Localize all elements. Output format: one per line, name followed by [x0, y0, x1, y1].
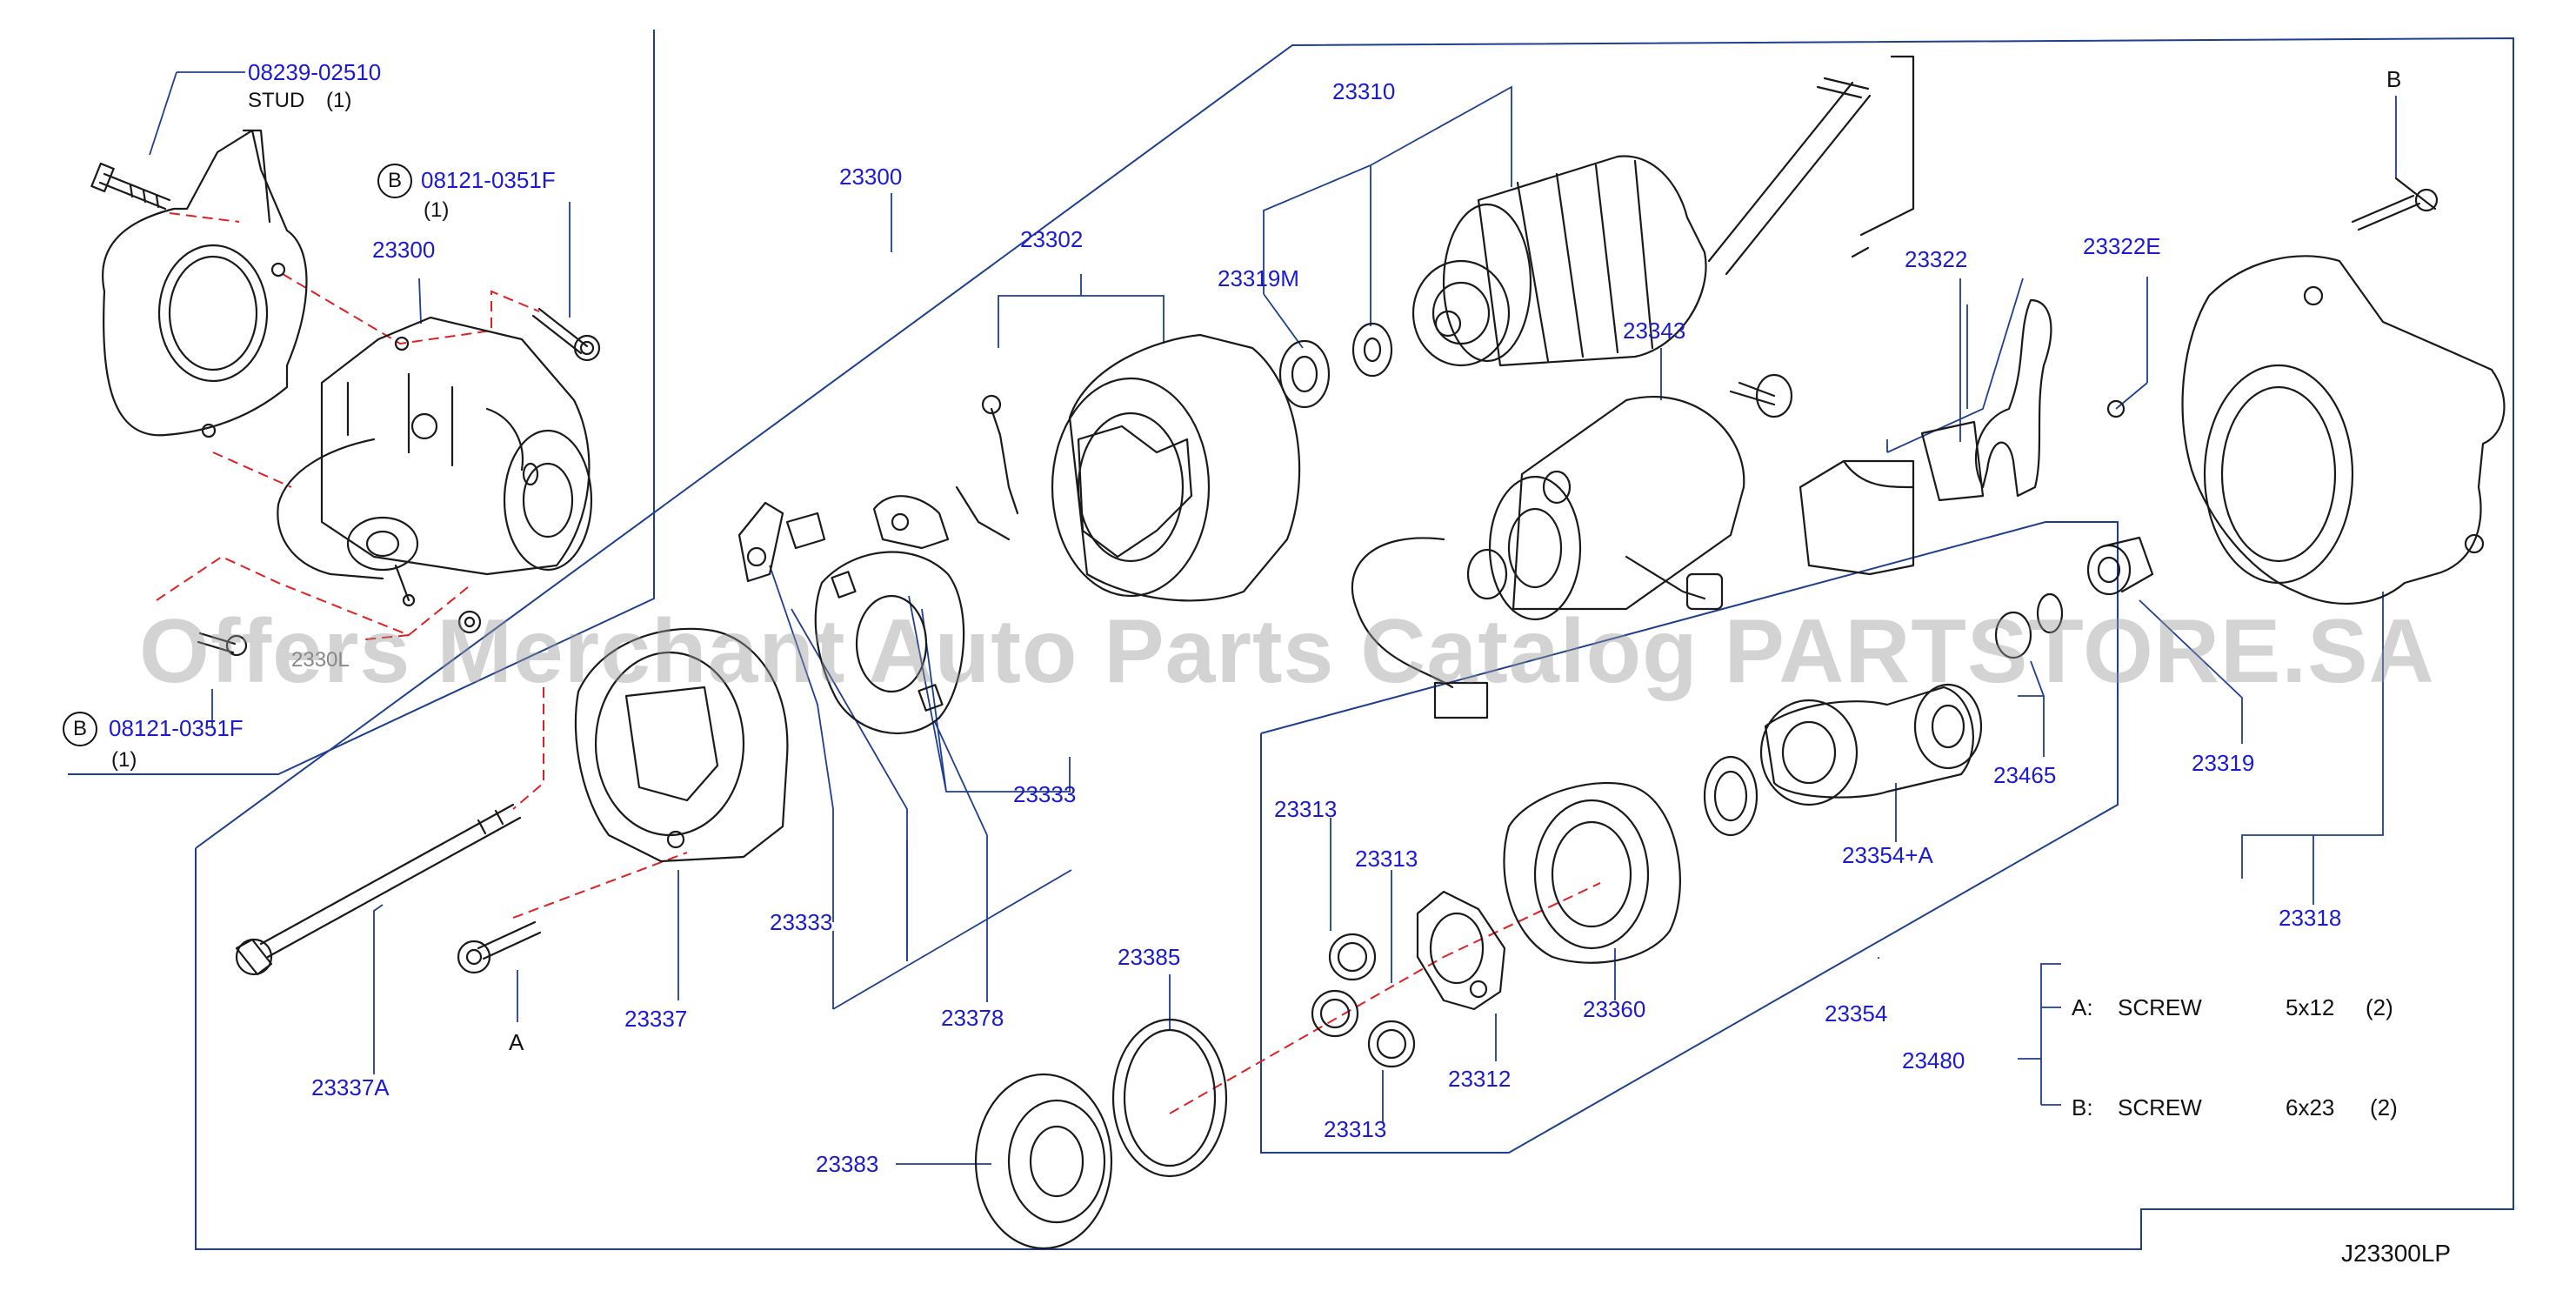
nut-drawing — [457, 610, 482, 634]
callout-thru-bolt[interactable]: 23337A — [311, 1074, 390, 1100]
marker-b-top: B — [377, 164, 412, 198]
gear-box-outline — [1260, 521, 2119, 1154]
lever-drawing — [1799, 298, 2126, 576]
rear-cover-drawing — [574, 627, 789, 863]
callout-bushing[interactable]: 23319 — [2192, 750, 2255, 776]
screw-row-b-name: SCREW — [2118, 1094, 2202, 1120]
callout-bolt-bottom-qty: (1) — [111, 748, 137, 772]
callout-brush-plate[interactable]: 23378 — [941, 1005, 1004, 1031]
screw-a-drawing — [457, 920, 542, 974]
solenoid-drawing — [1351, 373, 1793, 719]
callout-clutch[interactable]: 23354 — [1825, 1000, 1888, 1027]
stud-drawing — [90, 162, 171, 211]
callout-lever-e[interactable]: 23322E — [2083, 233, 2161, 259]
callout-ring[interactable]: 23385 — [1118, 944, 1181, 970]
callout-stud-part[interactable]: 08239-02510 — [248, 59, 382, 85]
bolt-bottom-drawing — [197, 632, 248, 657]
callout-housing[interactable]: 23318 — [2279, 905, 2342, 931]
thru-bolt-drawing — [235, 803, 522, 976]
marker-a-screw: A — [509, 1029, 524, 1055]
screw-row-a-name: SCREW — [2118, 994, 2202, 1020]
callout-bearing-m[interactable]: 23319M — [1218, 265, 1299, 291]
ring-drawing — [1111, 1018, 1228, 1178]
callout-bolt-bottom-part[interactable]: 08121-0351F — [109, 715, 244, 741]
callout-starter-small-tag: 2330L — [291, 648, 350, 672]
callout-stud-qty: (1) — [326, 89, 352, 112]
screw-row-b-key: B: — [2072, 1094, 2093, 1120]
callout-brush-holder-top[interactable]: 23333 — [1013, 781, 1077, 807]
callout-gear-1[interactable]: 23313 — [1274, 796, 1338, 822]
screw-row-a-key: A: — [2072, 994, 2093, 1020]
pinion-drawing — [1703, 592, 2064, 837]
callout-rear-cover[interactable]: 23337 — [624, 1006, 688, 1032]
screw-row-a-qty: (2) — [2366, 994, 2393, 1020]
diagram-code: J23300LP — [2341, 1240, 2452, 1267]
callout-cap[interactable]: 23383 — [816, 1151, 879, 1177]
inset-outline — [68, 30, 655, 775]
screw-row-b-qty: (2) — [2370, 1094, 2398, 1120]
bolt-top-drawing — [531, 307, 601, 362]
planet-gears-drawing — [1311, 933, 1416, 1068]
carrier-drawing — [1416, 890, 1506, 1011]
main-outline — [195, 37, 2514, 1250]
screw-row-b-size: 6x23 — [2286, 1094, 2335, 1120]
callout-screw-kit[interactable]: 23480 — [1902, 1047, 1965, 1074]
callout-carrier[interactable]: 23312 — [1448, 1066, 1512, 1092]
callout-armature[interactable]: 23310 — [1332, 78, 1396, 104]
callout-starter-small[interactable]: 23300 — [372, 237, 436, 263]
screw-row-a-size: 5x12 — [2286, 994, 2335, 1020]
callout-internal-gear[interactable]: 23360 — [1583, 996, 1646, 1022]
marker-b-housing: B — [2386, 66, 2402, 92]
housing-drawing — [2181, 177, 2506, 605]
bearing-drawing — [1278, 322, 1393, 409]
starter-assembly-drawing — [277, 316, 593, 607]
callout-gear-2[interactable]: 23313 — [1355, 846, 1418, 872]
internal-gear-drawing — [1503, 781, 1681, 964]
callout-solenoid[interactable]: 23343 — [1623, 318, 1686, 344]
callout-starter-main[interactable]: 23300 — [839, 164, 903, 190]
yoke-drawing — [955, 333, 1301, 602]
callout-yoke[interactable]: 23302 — [1020, 226, 1084, 252]
callout-stud-text: STUD — [248, 89, 305, 112]
cap-drawing — [974, 1073, 1113, 1250]
callout-bolt-top-part[interactable]: 08121-0351F — [421, 167, 556, 193]
callout-gear-3[interactable]: 23313 — [1324, 1116, 1387, 1142]
armature-drawing — [1411, 55, 1915, 367]
callout-stop-ring[interactable]: 23465 — [1993, 762, 2057, 788]
callout-pinion[interactable]: 23354+A — [1842, 842, 1933, 868]
mount-bracket-drawing — [102, 129, 308, 438]
brush-holder-drawing — [737, 495, 965, 735]
bushing-drawing — [2086, 536, 2154, 596]
callout-lever-pack[interactable]: 23322 — [1905, 246, 1968, 272]
callout-bolt-top-qty: (1) — [424, 198, 450, 222]
marker-b-bottom: B — [63, 712, 97, 746]
callout-brush-holder-bottom[interactable]: 23333 — [770, 909, 833, 935]
